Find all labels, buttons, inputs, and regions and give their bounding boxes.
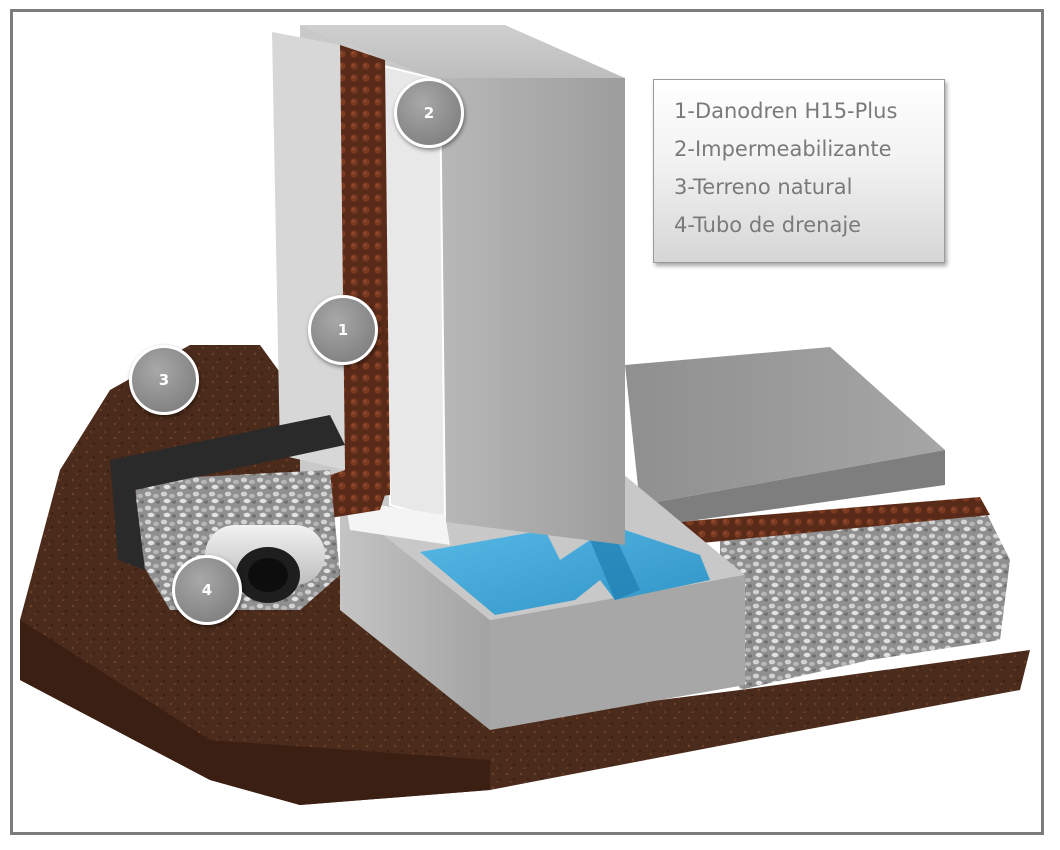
blue-waterproofing-sheet bbox=[420, 525, 710, 615]
marker-4-label: 4 bbox=[201, 581, 213, 599]
legend-item-1: 1-Danodren H15-Plus bbox=[674, 99, 898, 123]
dimple-membrane-vertical bbox=[340, 45, 390, 500]
blue-waterproofing-fold bbox=[590, 525, 640, 600]
marker-1-label: 1 bbox=[337, 321, 349, 339]
gravel-bed-right bbox=[720, 500, 1010, 690]
marker-3: 3 bbox=[129, 345, 199, 415]
slab-front bbox=[640, 450, 945, 528]
wall-front bbox=[430, 78, 625, 545]
marker-3-label: 3 bbox=[158, 371, 170, 389]
legend-item-2: 2-Impermeabilizante bbox=[674, 137, 892, 161]
wall-top bbox=[300, 25, 625, 78]
marker-2: 2 bbox=[394, 78, 464, 148]
geotextile-sheet bbox=[272, 32, 345, 470]
footing-front bbox=[490, 575, 745, 730]
footing-side bbox=[340, 500, 490, 730]
drain-pipe-opening bbox=[248, 558, 288, 592]
soil-front-face bbox=[20, 620, 490, 805]
geotextile-wrap bbox=[110, 415, 345, 570]
marker-2-label: 2 bbox=[423, 104, 435, 122]
marker-4: 4 bbox=[172, 555, 242, 625]
marker-1: 1 bbox=[308, 295, 378, 365]
legend-item-3: 3-Terreno natural bbox=[674, 175, 853, 199]
legend-item-4: 4-Tubo de drenaje bbox=[674, 213, 862, 237]
membrane-under-slab bbox=[640, 497, 990, 548]
legend-box: 1-Danodren H15-Plus 2-Impermeabilizante … bbox=[653, 79, 945, 263]
slab-top bbox=[625, 347, 945, 505]
